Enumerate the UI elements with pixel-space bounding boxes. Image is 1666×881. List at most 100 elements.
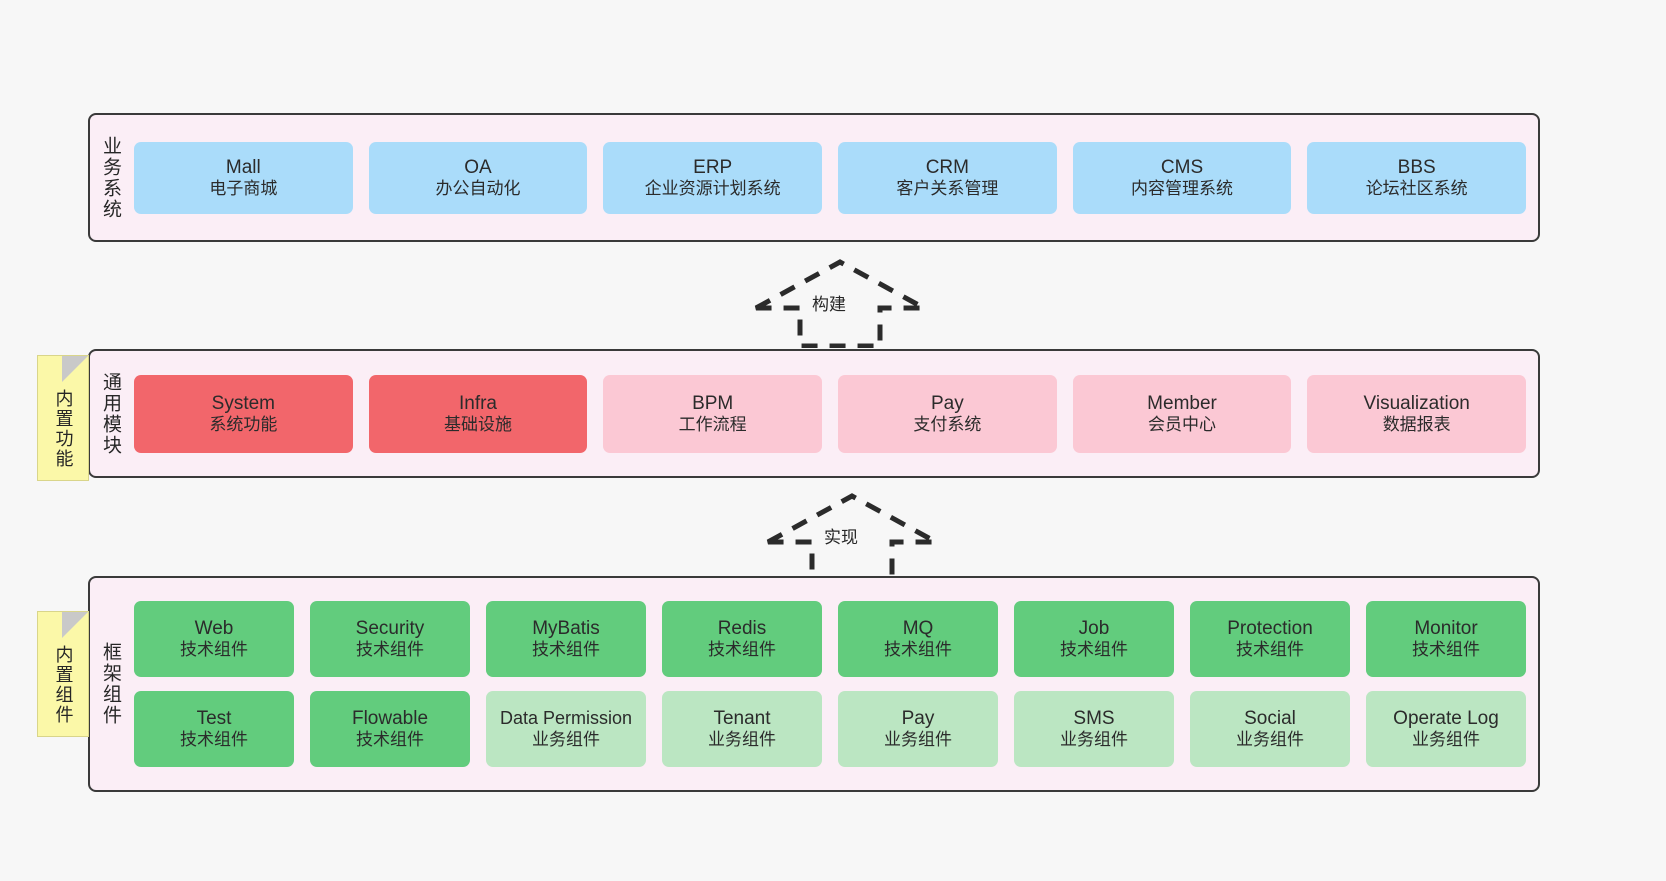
layer-body-common-module: System 系统功能 Infra 基础设施 BPM 工作流程 Pay 支付系统… <box>130 351 1538 476</box>
card-row: System 系统功能 Infra 基础设施 BPM 工作流程 Pay 支付系统… <box>134 374 1527 453</box>
card-visualization[interactable]: Visualization 数据报表 <box>1307 374 1527 453</box>
card-subtitle: 技术组件 <box>356 730 424 750</box>
arrow-build-label: 构建 <box>812 295 846 314</box>
card-title: BBS <box>1397 156 1436 178</box>
card-title: Infra <box>458 392 498 414</box>
card-flowable[interactable]: Flowable 技术组件 <box>310 691 470 767</box>
card-title: Visualization <box>1363 392 1470 414</box>
card-oa[interactable]: OA 办公自动化 <box>368 141 588 214</box>
card-row: Test 技术组件 Flowable 技术组件 Data Permission … <box>134 691 1526 767</box>
note-builtin-features: 内置功能 <box>37 355 89 481</box>
card-subtitle: 客户关系管理 <box>896 178 999 198</box>
card-subtitle: 数据报表 <box>1382 414 1451 434</box>
card-subtitle: 业务组件 <box>1236 730 1304 750</box>
card-infra[interactable]: Infra 基础设施 <box>368 374 588 453</box>
card-operate-log[interactable]: Operate Log 业务组件 <box>1366 691 1526 767</box>
card-subtitle: 业务组件 <box>532 729 600 749</box>
card-subtitle: 基础设施 <box>444 414 512 434</box>
card-erp[interactable]: ERP 企业资源计划系统 <box>603 141 823 214</box>
note-label: 内置组件 <box>53 645 74 725</box>
card-title: Web <box>194 618 234 640</box>
card-subtitle: 支付系统 <box>913 414 982 434</box>
note-label: 内置功能 <box>53 389 74 469</box>
card-subtitle: 办公自动化 <box>435 178 521 198</box>
card-subtitle: 技术组件 <box>532 640 600 660</box>
card-data-permission[interactable]: Data Permission 业务组件 <box>486 691 646 767</box>
layer-body-business-system: Mall 电子商城 OA 办公自动化 ERP 企业资源计划系统 CRM 客户关系… <box>130 115 1538 240</box>
card-crm[interactable]: CRM 客户关系管理 <box>838 141 1057 214</box>
card-subtitle: 技术组件 <box>884 640 952 660</box>
card-title: Security <box>355 618 425 640</box>
card-title: Test <box>196 708 232 730</box>
card-subtitle: 工作流程 <box>678 414 747 434</box>
card-redis[interactable]: Redis 技术组件 <box>662 601 822 677</box>
card-title: Pay <box>901 708 935 730</box>
card-subtitle: 电子商城 <box>209 178 278 198</box>
card-sms[interactable]: SMS 业务组件 <box>1014 691 1174 767</box>
arrow-implement-label: 实现 <box>824 528 858 547</box>
card-job[interactable]: Job 技术组件 <box>1014 601 1174 677</box>
card-subtitle: 系统功能 <box>209 414 278 434</box>
card-subtitle: 内容管理系统 <box>1131 178 1234 198</box>
card-title: CMS <box>1160 156 1204 178</box>
card-title: Data Permission <box>499 707 633 728</box>
card-title: SMS <box>1073 708 1115 730</box>
card-subtitle: 技术组件 <box>708 640 776 660</box>
card-subtitle: 会员中心 <box>1148 414 1217 434</box>
card-tenant[interactable]: Tenant 业务组件 <box>662 691 822 767</box>
card-test[interactable]: Test 技术组件 <box>134 691 294 767</box>
card-subtitle: 业务组件 <box>884 730 952 750</box>
card-social[interactable]: Social 业务组件 <box>1190 691 1350 767</box>
note-builtin-components: 内置组件 <box>37 611 89 737</box>
card-title: Social <box>1244 708 1296 730</box>
card-title: Member <box>1147 392 1217 414</box>
card-bbs[interactable]: BBS 论坛社区系统 <box>1307 141 1527 214</box>
card-subtitle: 技术组件 <box>1412 640 1480 660</box>
layer-title-common-module: 通用模块 <box>99 371 121 456</box>
card-title: Flowable <box>351 708 429 730</box>
card-subtitle: 技术组件 <box>1060 640 1128 660</box>
card-title: Job <box>1078 618 1110 640</box>
layer-framework-component: 框架组件 Web 技术组件 Security 技术组件 MyBatis 技术组件… <box>88 576 1540 792</box>
card-mall[interactable]: Mall 电子商城 <box>134 141 353 214</box>
card-subtitle: 业务组件 <box>1060 730 1128 750</box>
card-security[interactable]: Security 技术组件 <box>310 601 470 677</box>
card-system[interactable]: System 系统功能 <box>134 374 353 453</box>
card-title: Mall <box>225 156 261 178</box>
card-title: OA <box>464 156 492 178</box>
card-title: Tenant <box>713 708 771 730</box>
card-subtitle: 技术组件 <box>180 640 248 660</box>
layer-body-framework-component: Web 技术组件 Security 技术组件 MyBatis 技术组件 Redi… <box>130 578 1538 790</box>
card-title: CRM <box>925 156 969 178</box>
card-subtitle: 业务组件 <box>708 730 776 750</box>
card-mq[interactable]: MQ 技术组件 <box>838 601 998 677</box>
card-pay-business[interactable]: Pay 业务组件 <box>838 691 998 767</box>
card-title: Redis <box>717 618 767 640</box>
card-title: Monitor <box>1414 618 1478 640</box>
card-subtitle: 企业资源计划系统 <box>644 178 781 198</box>
card-pay[interactable]: Pay 支付系统 <box>838 374 1057 453</box>
card-web[interactable]: Web 技术组件 <box>134 601 294 677</box>
card-member[interactable]: Member 会员中心 <box>1072 374 1292 453</box>
card-protection[interactable]: Protection 技术组件 <box>1190 601 1350 677</box>
card-row: Web 技术组件 Security 技术组件 MyBatis 技术组件 Redi… <box>134 601 1526 677</box>
card-title: BPM <box>692 392 734 414</box>
layer-business-system: 业务系统 Mall 电子商城 OA 办公自动化 ERP 企业资源计划系统 CRM… <box>88 113 1540 242</box>
card-bpm[interactable]: BPM 工作流程 <box>603 374 823 453</box>
card-row: Mall 电子商城 OA 办公自动化 ERP 企业资源计划系统 CRM 客户关系… <box>134 141 1527 214</box>
card-subtitle: 业务组件 <box>1412 730 1480 750</box>
card-title: MQ <box>902 618 934 640</box>
card-monitor[interactable]: Monitor 技术组件 <box>1366 601 1526 677</box>
card-title: Protection <box>1227 618 1313 640</box>
layer-common-module: 通用模块 System 系统功能 Infra 基础设施 BPM 工作流程 Pay… <box>88 349 1540 478</box>
card-mybatis[interactable]: MyBatis 技术组件 <box>486 601 646 677</box>
layer-title-framework-component: 框架组件 <box>99 642 121 726</box>
layer-title-business-system: 业务系统 <box>99 135 121 220</box>
card-title: ERP <box>693 156 733 178</box>
card-cms[interactable]: CMS 内容管理系统 <box>1072 141 1292 214</box>
card-title: System <box>211 392 276 414</box>
card-subtitle: 论坛社区系统 <box>1365 178 1468 198</box>
card-subtitle: 技术组件 <box>180 730 248 750</box>
card-subtitle: 技术组件 <box>356 640 424 660</box>
